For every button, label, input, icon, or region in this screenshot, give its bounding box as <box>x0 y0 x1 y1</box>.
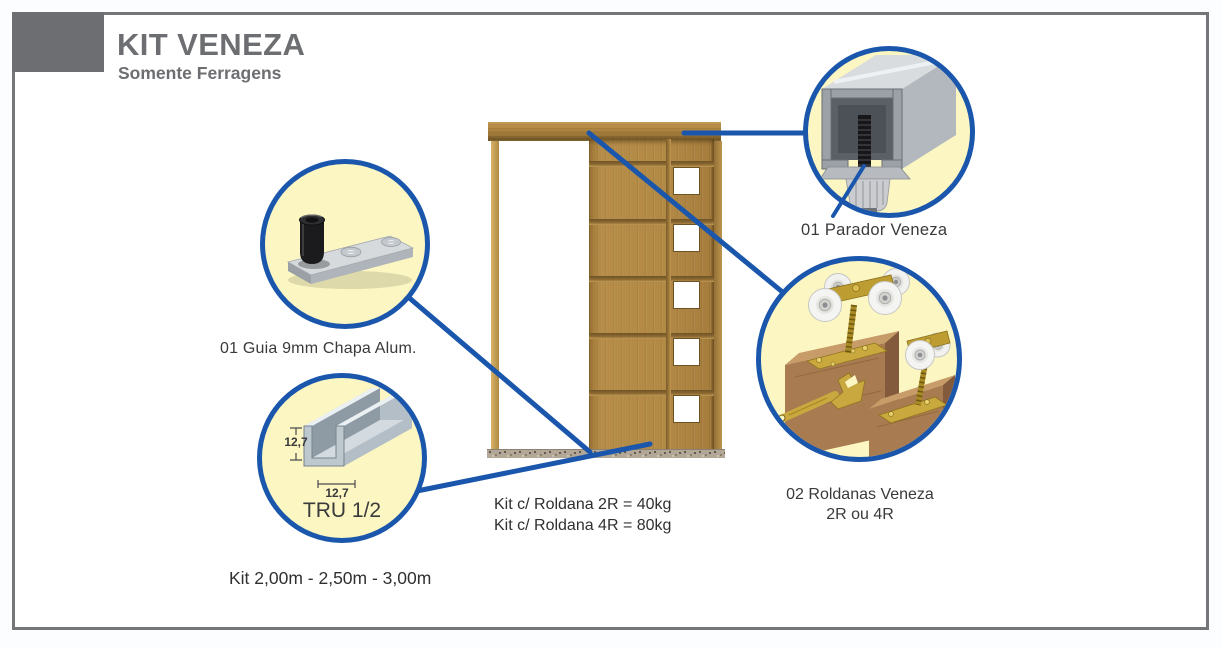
door-rail <box>589 390 714 396</box>
callout-tru: 12,7 12,7 TRU 1/2 <box>257 373 427 543</box>
roldanas-illustration <box>777 268 955 457</box>
parador-illustration <box>819 55 956 213</box>
roldanas-label: 02 Roldanas Veneza 2R ou 4R <box>760 485 960 525</box>
kit-lengths-text: Kit 2,00m - 2,50m - 3,00m <box>229 568 432 588</box>
page-subtitle: Somente Ferragens <box>118 63 282 83</box>
tru-height-dimension: 12,7 <box>284 435 308 449</box>
page-title: KIT VENEZA <box>117 27 306 62</box>
guide-pin <box>298 214 330 269</box>
door-rail <box>589 333 714 339</box>
rail-track <box>821 55 956 170</box>
mounting-plate <box>806 342 888 370</box>
guia-illustration <box>286 214 415 289</box>
door-window <box>673 224 700 252</box>
door-window <box>673 167 700 195</box>
callout-guia <box>260 159 430 329</box>
load-2r-text: Kit c/ Roldana 2R = 40kg <box>494 496 672 513</box>
load-capacity-text: Kit c/ Roldana 2R = 40kg Kit c/ Roldana … <box>494 494 671 536</box>
screw-hole <box>340 246 362 258</box>
parador-label: 01 Parador Veneza <box>801 221 948 239</box>
tru-profile-illustration <box>290 388 412 488</box>
door-stile <box>666 139 671 451</box>
door-window <box>673 281 700 309</box>
door-window <box>673 338 700 366</box>
door-jamb-right <box>713 141 722 451</box>
door-window <box>673 395 700 423</box>
door-panel <box>589 139 714 451</box>
tru-profile-label: TRU 1/2 <box>302 499 382 522</box>
roldanas-label-line2: 2R ou 4R <box>826 506 894 523</box>
stopper-bolt <box>858 115 871 171</box>
load-4r-text: Kit c/ Roldana 4R = 80kg <box>494 517 672 534</box>
door-jamb-left <box>491 141 499 456</box>
callout-roldanas <box>756 256 962 462</box>
aluminium-plate <box>286 235 415 284</box>
wrench <box>777 372 866 423</box>
screw-hole <box>381 237 401 247</box>
dimension-lines <box>290 427 356 488</box>
tru-width-dimension: 12,7 <box>325 486 349 500</box>
callout-parador <box>803 46 975 218</box>
roldanas-label-line1: 02 Roldanas Veneza <box>786 486 934 503</box>
roller-wheel <box>808 281 935 370</box>
guia-label: 01 Guia 9mm Chapa Alum. <box>220 340 417 357</box>
u-channel <box>303 388 412 467</box>
stopper-body <box>819 166 911 213</box>
door-threshold <box>487 449 725 458</box>
brand-corner-block <box>12 12 104 72</box>
